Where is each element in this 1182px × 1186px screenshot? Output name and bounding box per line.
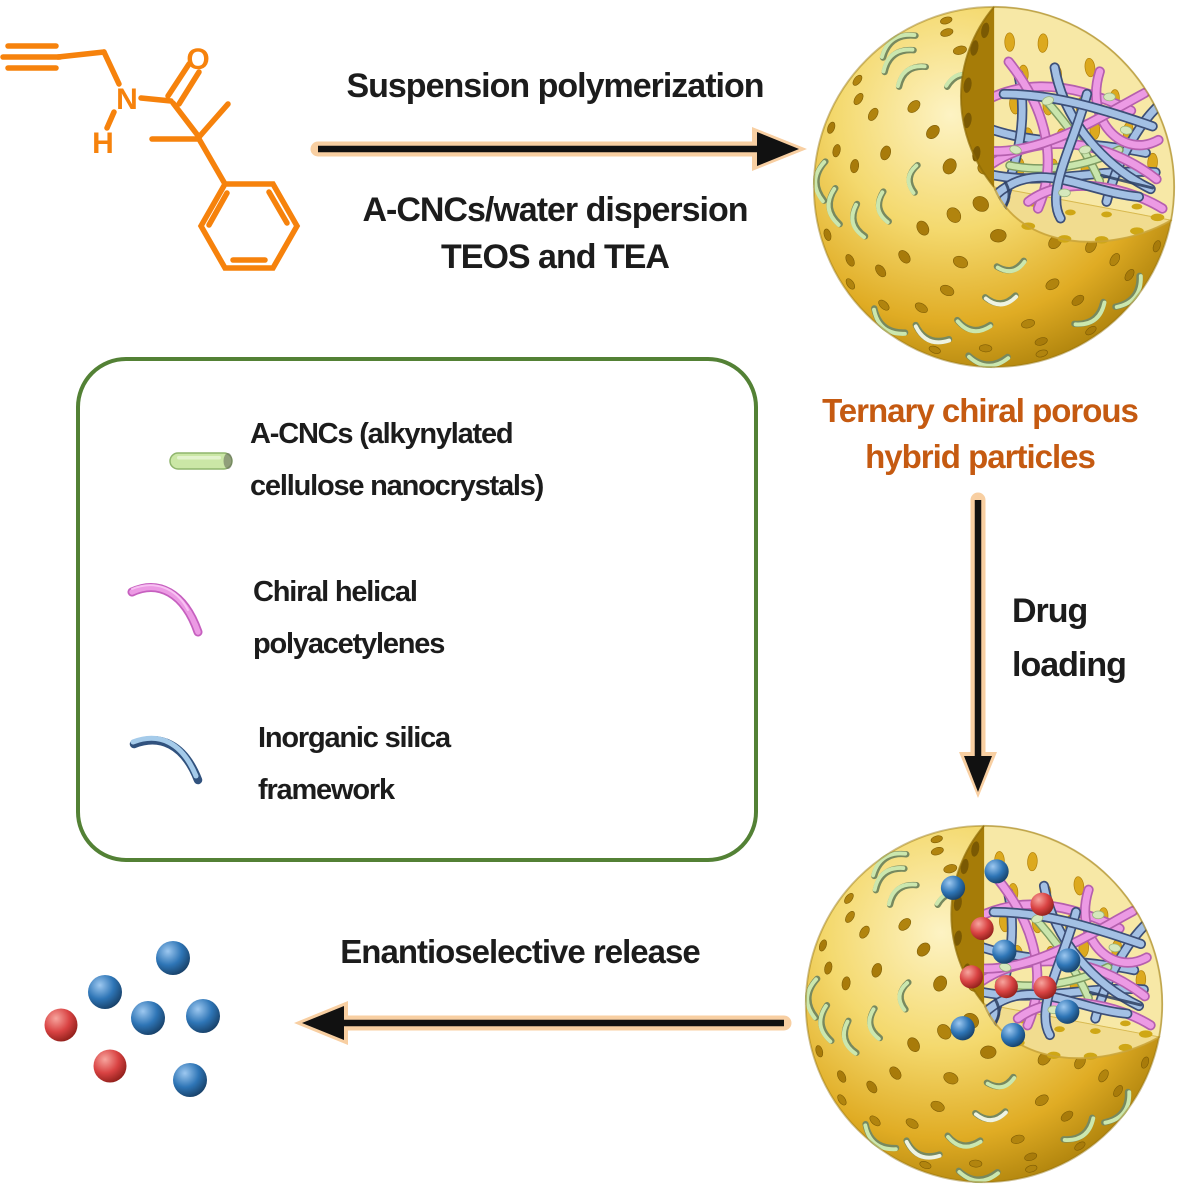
legend-item-polyacetylene: Chiral helical polyacetylenes <box>253 566 445 670</box>
legend-item-acnc: A-CNCs (alkynylated cellulose nanocrysta… <box>250 408 544 512</box>
oxygen-label: O <box>186 43 209 76</box>
nitrogen-label: N <box>116 83 138 116</box>
step1-condition-1: A-CNCs/water dispersion <box>362 191 748 229</box>
reaction-arrow-right <box>310 127 807 171</box>
legend-polyacetylene-line1: Chiral helical <box>253 576 418 608</box>
monomer-structure: N H O <box>0 43 301 271</box>
pink-curve-icon <box>127 583 203 637</box>
legend-acnc-line1: A-CNCs (alkynylated <box>250 418 514 450</box>
step1-condition-2: TEOS and TEA <box>441 238 670 276</box>
legend-silica-line2: framework <box>258 774 395 806</box>
hydrogen-label: H <box>92 127 114 160</box>
legend-polyacetylene-line2: polyacetylenes <box>253 628 445 660</box>
drug-loading-arrow <box>959 492 997 798</box>
legend-item-silica: Inorganic silica framework <box>258 712 451 816</box>
green-rod-icon <box>169 452 233 470</box>
blue-drug-dots <box>88 941 220 1097</box>
red-drug-dots <box>44 1008 127 1083</box>
release-label: Enantioselective release <box>340 933 700 970</box>
drug-loaded-particle <box>804 824 1164 1184</box>
porous-hybrid-particle <box>812 5 1176 369</box>
phenyl-ring <box>197 181 301 271</box>
released-drug-dots <box>44 941 220 1097</box>
drug-loading-line2: loading <box>1012 646 1127 684</box>
product-label-line1: Ternary chiral porous <box>822 392 1139 429</box>
product-label: Ternary chiral porous hybrid particles <box>772 388 1182 480</box>
legend-silica-line1: Inorganic silica <box>258 722 451 754</box>
blue-curve-icon <box>129 735 203 785</box>
legend-acnc-line2: cellulose nanocrystals) <box>250 470 544 502</box>
product-label-line2: hybrid particles <box>865 438 1096 475</box>
step1-label: Suspension polymerization <box>346 67 764 105</box>
release-arrow-left <box>294 1001 792 1045</box>
legend-box <box>76 357 758 862</box>
drug-loading-label: Drug loading <box>1012 584 1127 692</box>
drug-loading-line1: Drug <box>1012 592 1088 630</box>
